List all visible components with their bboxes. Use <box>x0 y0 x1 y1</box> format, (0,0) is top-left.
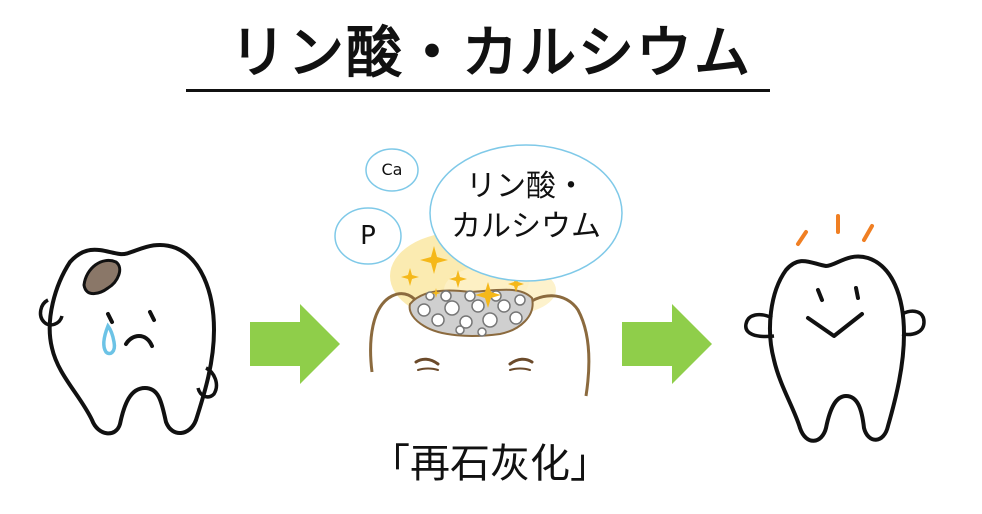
title-underline <box>186 89 770 92</box>
p-label: P <box>360 221 376 251</box>
mineral-label-line1: リン酸・ <box>466 169 586 204</box>
arrow-right-icon <box>250 304 340 384</box>
sad-tooth-illustration <box>38 242 219 436</box>
mineral-label-line2: カルシウム <box>451 209 601 244</box>
happy-tooth-illustration <box>744 214 926 443</box>
ca-label: Ca <box>381 160 403 179</box>
page-title: リン酸・カルシウム <box>230 21 752 86</box>
p-bubble <box>334 207 402 265</box>
arrow-right-icon <box>622 304 712 384</box>
mineral-speech-bubble <box>429 144 623 282</box>
ca-bubble <box>365 148 419 192</box>
caption-remineralization: 「再石灰化」 <box>370 441 610 487</box>
